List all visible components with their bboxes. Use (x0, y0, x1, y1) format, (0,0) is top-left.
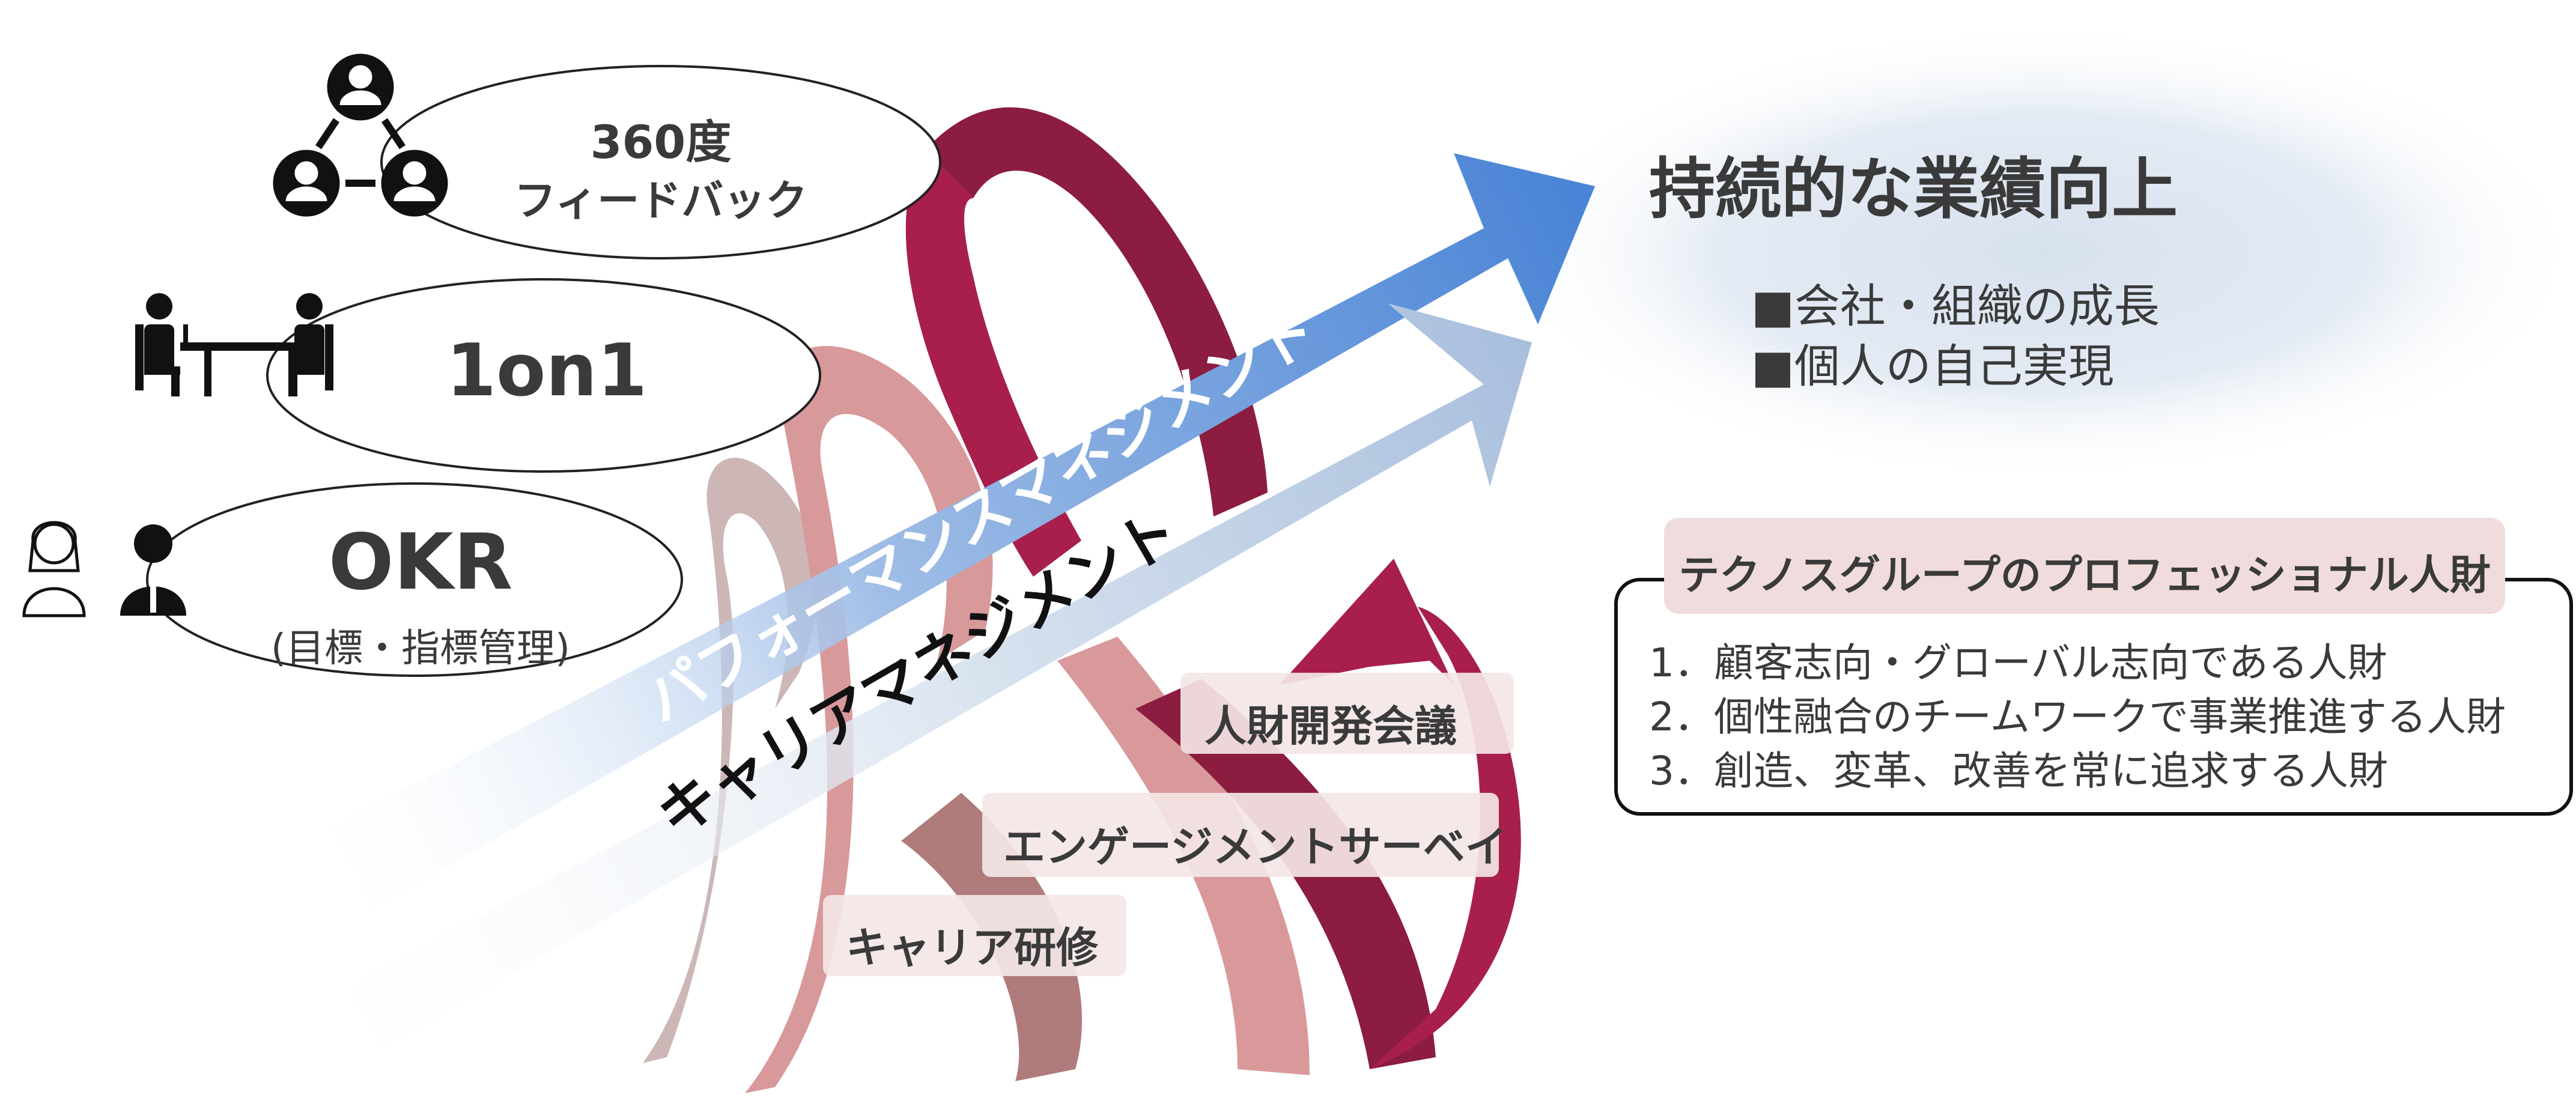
survey-label-bg (982, 793, 1499, 877)
item-okr-title: OKR (328, 518, 513, 607)
ribbon-loop-1 (643, 458, 819, 1063)
ribbon-loop-2 (745, 345, 993, 1093)
meeting-table-icon (135, 293, 333, 396)
woman-man-icon (22, 521, 186, 617)
item-1on1-title: 1on1 (446, 329, 648, 413)
item-okr-subtitle: (目標・指標管理) (271, 626, 570, 671)
council-label-bg (1180, 673, 1514, 754)
ellipse-360 (380, 65, 941, 259)
ellipse-1on1 (266, 278, 821, 473)
performance-arrow (282, 153, 1595, 937)
training-label: キャリア研修 (846, 923, 1098, 972)
goal-cloud (1502, 24, 2576, 481)
talent-item-1: 1．顧客志向・グローバル志向である人財 (1649, 640, 2387, 686)
item-360-subtitle: フィードバック (514, 176, 808, 225)
goal-bullet-1: ■会社・組織の成長 (1751, 279, 2160, 333)
goal-title: 持続的な業績向上 (1649, 151, 2178, 228)
ellipse-okr (146, 482, 683, 677)
ribbon-arrowhead (1280, 559, 1454, 685)
goal-bullet-2: ■個人の自己実現 (1751, 339, 2114, 393)
survey-label: エンゲージメントサーベイ (1003, 822, 1507, 872)
training-label-bg (823, 895, 1126, 976)
career-arrow (282, 303, 1532, 1081)
ribbon-front-2 (1135, 679, 1436, 1069)
talent-header: テクノスグループのプロフェッショナル人財 (1678, 552, 2491, 599)
council-label: 人財開発会議 (1204, 702, 1457, 751)
talent-header-bg (1664, 518, 2505, 614)
ribbon-loop-4 (925, 107, 1268, 517)
people-network-icon (273, 53, 448, 217)
talent-item-2: 2．個性融合のチームワークで事業推進する人財 (1649, 694, 2506, 740)
item-360-title: 360度 (590, 115, 732, 169)
talent-item-3: 3．創造、変革、改善を常に追求する人財 (1649, 748, 2388, 794)
